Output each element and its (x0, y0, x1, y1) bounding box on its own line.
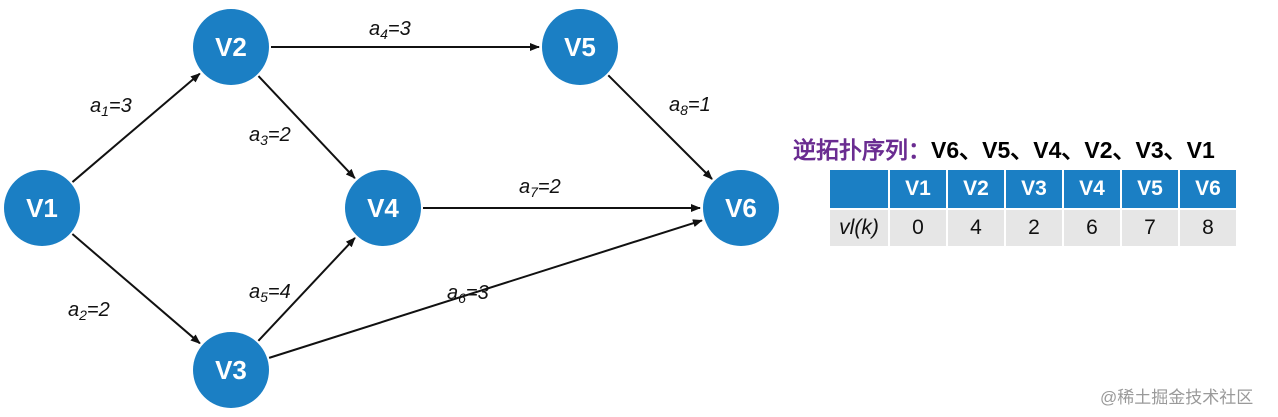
node-v5 (542, 9, 618, 85)
node-v4 (345, 170, 421, 246)
vl-table-value-v5: 7 (1121, 208, 1180, 246)
edge-v2-v4 (257, 75, 356, 179)
vl-table-value-v2: 4 (947, 208, 1006, 246)
edge-label-a1: a1=3 (90, 95, 132, 119)
node-v3 (193, 332, 269, 408)
vl-table-header-v3: V3 (1005, 170, 1064, 209)
vl-table-header-row: V1 V2 V3 V4 V5 V6 (830, 170, 1238, 209)
vl-table-value-v1: 0 (889, 208, 948, 246)
edge-label-a8: a8=1 (669, 94, 711, 118)
vl-table-header-v1: V1 (889, 170, 948, 209)
vl-table-header-v2: V2 (947, 170, 1006, 209)
node-label-v6: V6 (725, 193, 757, 223)
edge-v3-v4 (257, 237, 356, 342)
node-label-v4: V4 (367, 193, 399, 223)
edge-label-a4: a4=3 (369, 18, 411, 42)
vl-table-header-v6: V6 (1179, 170, 1238, 209)
edge-label-a3: a3=2 (249, 124, 291, 148)
reverse-topological-sequence: 逆拓扑序列：V6、V5、V4、V2、V3、V1 (793, 131, 1215, 165)
sequence-title: 逆拓扑序列： (793, 137, 931, 163)
vl-table-row: vl(k) 0 4 2 6 7 8 (830, 208, 1238, 246)
vl-table-corner-cell (830, 170, 890, 209)
node-label-v2: V2 (215, 32, 247, 62)
vl-table-value-v4: 6 (1063, 208, 1122, 246)
node-v6 (703, 170, 779, 246)
sequence-value: V6、V5、V4、V2、V3、V1 (931, 137, 1215, 163)
edge-v1-v3 (71, 233, 201, 345)
vl-table-row-label: vl(k) (830, 208, 890, 246)
node-label-v3: V3 (215, 355, 247, 385)
vl-table: V1 V2 V3 V4 V5 V6 vl(k) 0 4 2 6 7 8 (830, 170, 1238, 246)
edge-label-a2: a2=2 (68, 299, 110, 323)
edge-label-a6: a6=3 (447, 282, 489, 306)
watermark-text: @稀土掘金技术社区 (1100, 388, 1254, 407)
vl-table-header-v4: V4 (1063, 170, 1122, 209)
node-label-v5: V5 (564, 32, 596, 62)
node-v2 (193, 9, 269, 85)
node-label-v1: V1 (26, 193, 58, 223)
edge-v5-v6 (607, 74, 713, 180)
edge-v1-v2 (71, 72, 201, 183)
vl-table-value-v6: 8 (1179, 208, 1238, 246)
vl-table-value-v3: 2 (1005, 208, 1064, 246)
vl-table-header-v5: V5 (1121, 170, 1180, 209)
edge-label-a7: a7=2 (519, 176, 561, 200)
edge-label-a5: a5=4 (249, 281, 291, 305)
node-v1 (4, 170, 80, 246)
edge-v3-v6 (268, 219, 703, 359)
